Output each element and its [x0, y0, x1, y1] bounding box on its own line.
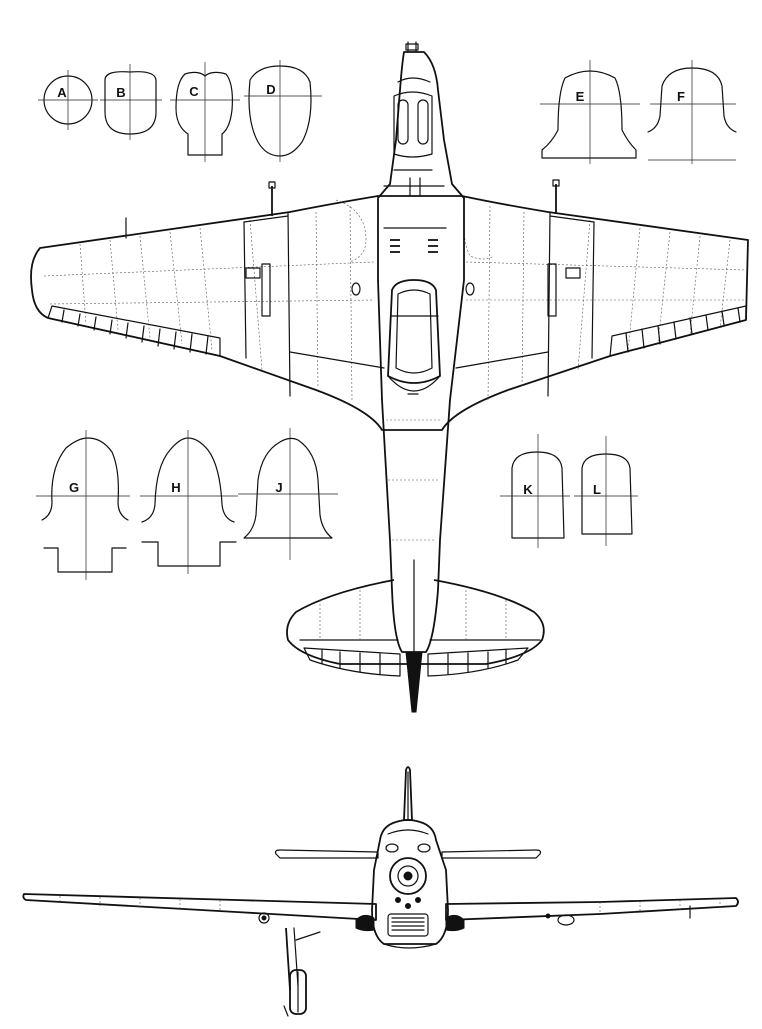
- top-view: [30, 41, 749, 713]
- section-label-g: G: [69, 480, 79, 495]
- section-label-c: C: [189, 84, 199, 99]
- left-wing-panel-lines: [43, 205, 375, 401]
- section-g: G: [36, 430, 130, 580]
- front-wing: [22, 893, 377, 921]
- section-a: A: [38, 70, 98, 130]
- section-label-j: J: [275, 480, 282, 495]
- section-label-l: L: [593, 482, 601, 497]
- canopy: [387, 279, 441, 384]
- section-label-a: A: [57, 85, 67, 100]
- section-c: C: [170, 62, 240, 162]
- section-f: F: [647, 60, 737, 164]
- section-k: K: [500, 434, 570, 548]
- section-label-k: K: [523, 482, 533, 497]
- right-wing-panel-lines: [465, 205, 747, 401]
- section-d: D: [244, 60, 322, 162]
- fuselage: [377, 51, 465, 653]
- section-e: E: [540, 60, 640, 164]
- section-label-b: B: [116, 85, 125, 100]
- front-fuselage: [371, 819, 449, 945]
- section-label-d: D: [266, 82, 275, 97]
- section-b: B: [100, 64, 162, 140]
- section-l: L: [574, 436, 638, 546]
- right-aileron: [609, 305, 747, 357]
- section-j: J: [238, 428, 338, 560]
- section-label-h: H: [171, 480, 180, 495]
- main-wing-planform: [30, 195, 749, 431]
- section-label-f: F: [677, 89, 685, 104]
- left-aileron: [47, 305, 221, 357]
- front-view: [22, 766, 739, 1017]
- section-label-e: E: [576, 89, 585, 104]
- section-h: H: [140, 430, 238, 574]
